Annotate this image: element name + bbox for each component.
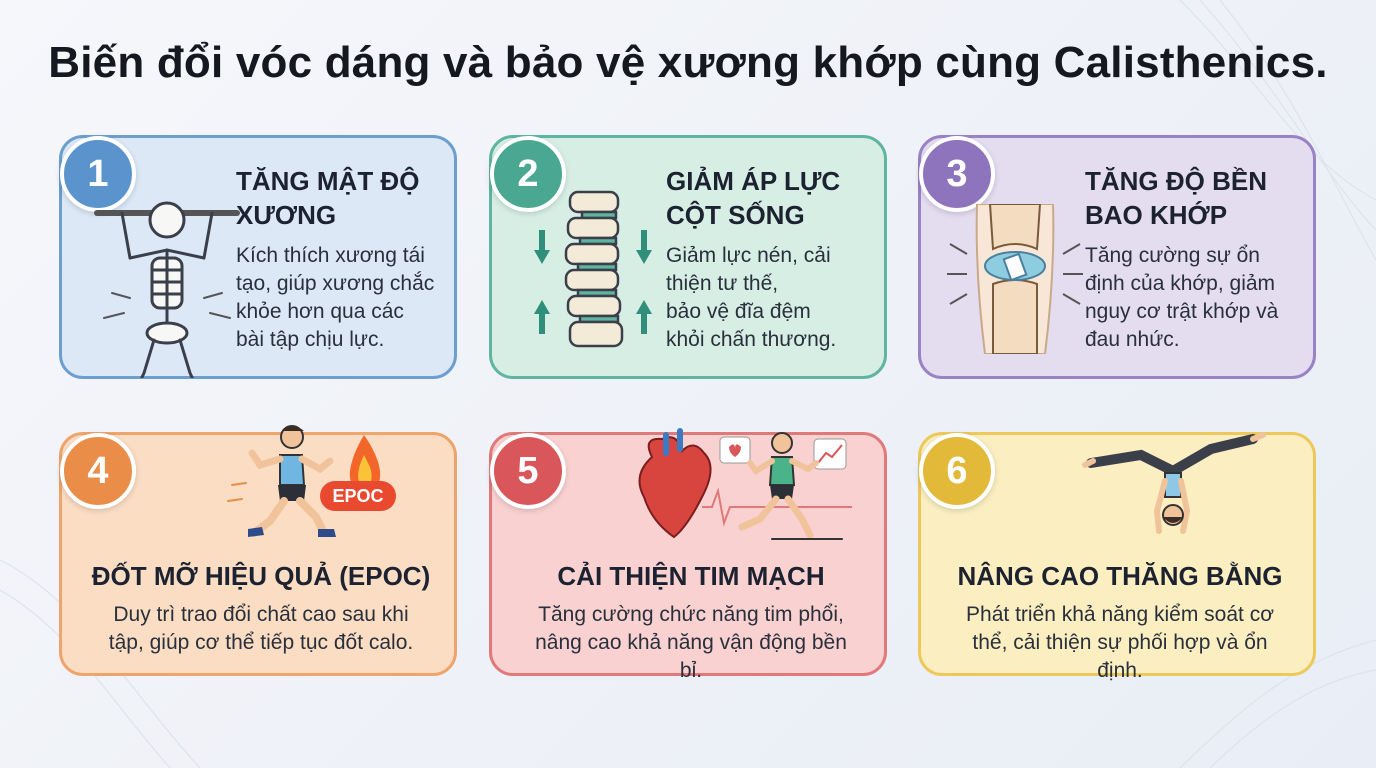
card-number-badge: 5 bbox=[490, 433, 566, 509]
card-title: TĂNG MẬT ĐỘ XƯƠNG bbox=[236, 166, 420, 230]
spine-icon bbox=[534, 190, 652, 348]
heart-runner-icon bbox=[638, 428, 852, 540]
card-description: Tăng cường sự ổn định của khớp, giảm ngu… bbox=[1085, 244, 1279, 351]
card-title: ĐỐT MỠ HIỆU QUẢ (EPOC) bbox=[91, 561, 431, 591]
card-number-badge: 6 bbox=[919, 433, 995, 509]
card-title: CẢI THIỆN TIM MẠCH bbox=[557, 561, 825, 591]
handstand-icon bbox=[1082, 432, 1266, 534]
card-description: Kích thích xương tái tạo, giúp xương chắ… bbox=[236, 244, 435, 351]
card-spine-pressure: 2 GIẢM ÁP LỰC CỘT SỐNG Giảm lực nén, cải… bbox=[489, 135, 887, 379]
card-joint-durability: 3 TĂNG ĐỘ BỀN BAO KHỚP Tăng cường sự ổn … bbox=[918, 135, 1316, 379]
card-title: NÂNG CAO THĂNG BẰNG bbox=[957, 561, 1283, 591]
card-description: Giảm lực nén, cải thiện tư thế, bảo vệ đ… bbox=[666, 244, 837, 351]
knee-joint-icon bbox=[947, 204, 1083, 354]
card-fat-burn: 4 EPOC ĐỐT MỠ HIỆU QUẢ (EPOC) Duy trì tr… bbox=[59, 425, 457, 676]
epoc-label: EPOC bbox=[332, 486, 383, 506]
runner-fire-icon: EPOC bbox=[227, 425, 396, 537]
card-cardio: 5 CẢI THIỆN TIM MẠCH Tăng cường chức năn… bbox=[489, 428, 887, 682]
card-title: GIẢM ÁP LỰC CỘT SỐNG bbox=[666, 166, 841, 230]
card-number-badge: 2 bbox=[490, 136, 566, 212]
card-title: TĂNG ĐỘ BỀN BAO KHỚP bbox=[1085, 166, 1267, 230]
card-balance: 6 NÂNG CAO THĂNG BẰNG Phát triển khả năn… bbox=[918, 432, 1316, 682]
card-description: Phát triển khả năng kiểm soát cơ thể, cả… bbox=[966, 603, 1274, 682]
page-title: Biến đổi vóc dáng và bảo vệ xương khớp c… bbox=[48, 38, 1328, 87]
skeleton-hanging-icon bbox=[94, 201, 240, 378]
card-number-badge: 3 bbox=[919, 136, 995, 212]
card-bone-density: 1 TĂNG MẬT ĐỘ XƯƠNG Kích thích xương tái… bbox=[59, 135, 457, 379]
card-number-badge: 4 bbox=[60, 433, 136, 509]
card-description: Tăng cường chức năng tim phổi, nâng cao … bbox=[535, 603, 847, 682]
card-number-badge: 1 bbox=[60, 136, 136, 212]
card-description: Duy trì trao đổi chất cao sau khi tập, g… bbox=[108, 603, 414, 654]
